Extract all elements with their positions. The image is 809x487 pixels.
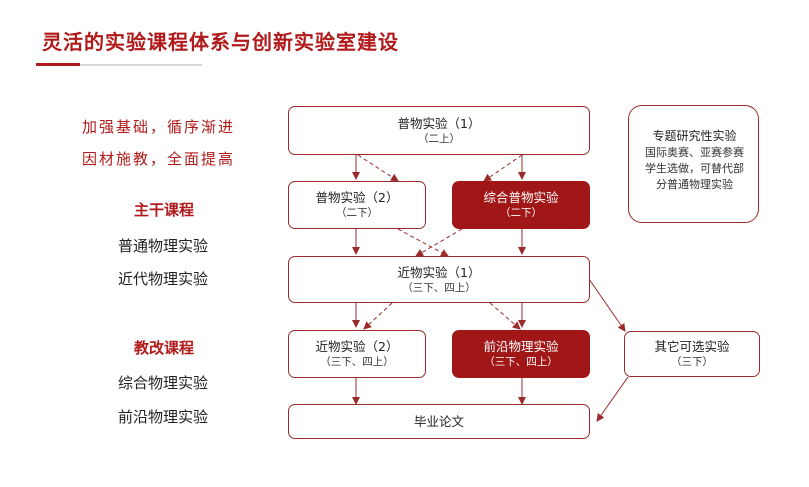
- arrow-pw2-jw1-dashed: [397, 228, 449, 257]
- course-comprehensive-physics: 综合物理实验: [118, 374, 209, 392]
- side-note-line-2: 学生选做，可替代部: [645, 162, 744, 175]
- side-note-title: 专题研究性实验: [652, 129, 737, 143]
- node-pw1-sub: （二上）: [418, 132, 460, 145]
- arrow-zhpw-jw1-dashed: [415, 228, 463, 257]
- node-qtkx-sub: （三下）: [671, 356, 713, 368]
- node-qywl-title: 前沿物理实验: [483, 339, 559, 354]
- node-qtkx: 其它可选实验 （三下）: [624, 331, 760, 377]
- node-pw1-title: 普物实验（1）: [397, 115, 481, 131]
- node-zhpw-title: 综合普物实验: [483, 190, 559, 205]
- arrow-jw1-qtkx: [588, 278, 626, 332]
- node-zhpw-sub: （二下）: [500, 207, 542, 219]
- node-qywl: 前沿物理实验 （三下、四上）: [452, 330, 590, 378]
- motto-line-2: 因材施教，全面提高: [82, 150, 236, 168]
- course-frontier-physics: 前沿物理实验: [118, 408, 209, 426]
- node-jw2-title: 近物实验（2）: [315, 339, 399, 354]
- node-zhpw: 综合普物实验 （二下）: [452, 181, 590, 229]
- node-jw2-sub: （三下、四上）: [320, 356, 394, 368]
- category-title-reform: 教改课程: [134, 339, 195, 357]
- course-modern-physics: 近代物理实验: [118, 270, 209, 288]
- node-bylw: 毕业论文: [288, 404, 590, 439]
- motto-line-1: 加强基础，循序渐进: [82, 118, 236, 136]
- course-general-physics: 普通物理实验: [118, 237, 209, 255]
- node-bylw-title: 毕业论文: [413, 413, 464, 429]
- node-qtkx-title: 其它可选实验: [654, 339, 730, 354]
- side-note-research: 专题研究性实验 国际奥赛、亚赛参赛 学生选做，可替代部 分普通物理实验: [628, 105, 759, 223]
- arrow-qtkx-bylw: [596, 376, 629, 422]
- arrow-jw1-jw2-dashed: [363, 302, 393, 330]
- node-pw2: 普物实验（2） （二下）: [288, 181, 426, 229]
- arrow-pw1-zhpw-dashed: [357, 154, 399, 182]
- page-title: 灵活的实验课程体系与创新实验室建设: [42, 30, 399, 54]
- node-pw1: 普物实验（1） （二上）: [288, 106, 590, 155]
- title-underline: [36, 63, 202, 66]
- category-title-core: 主干课程: [134, 201, 195, 219]
- node-jw2: 近物实验（2） （三下、四上）: [288, 330, 426, 378]
- node-qywl-sub: （三下、四上）: [484, 356, 558, 368]
- node-jw1-title: 近物实验（1）: [397, 264, 481, 280]
- side-note-line-1: 国际奥赛、亚赛参赛: [645, 146, 744, 159]
- node-jw1: 近物实验（1） （三下、四上）: [288, 256, 590, 303]
- arrow-pw1-pw2-dashed: [483, 154, 523, 182]
- side-note-line-3: 分普通物理实验: [656, 178, 733, 191]
- node-pw2-sub: （二下）: [336, 207, 378, 219]
- title-underline-accent: [36, 63, 80, 66]
- node-jw1-sub: （三下、四上）: [402, 281, 476, 294]
- node-pw2-title: 普物实验（2）: [315, 190, 399, 205]
- arrow-jw1-qywl-dashed: [489, 302, 521, 330]
